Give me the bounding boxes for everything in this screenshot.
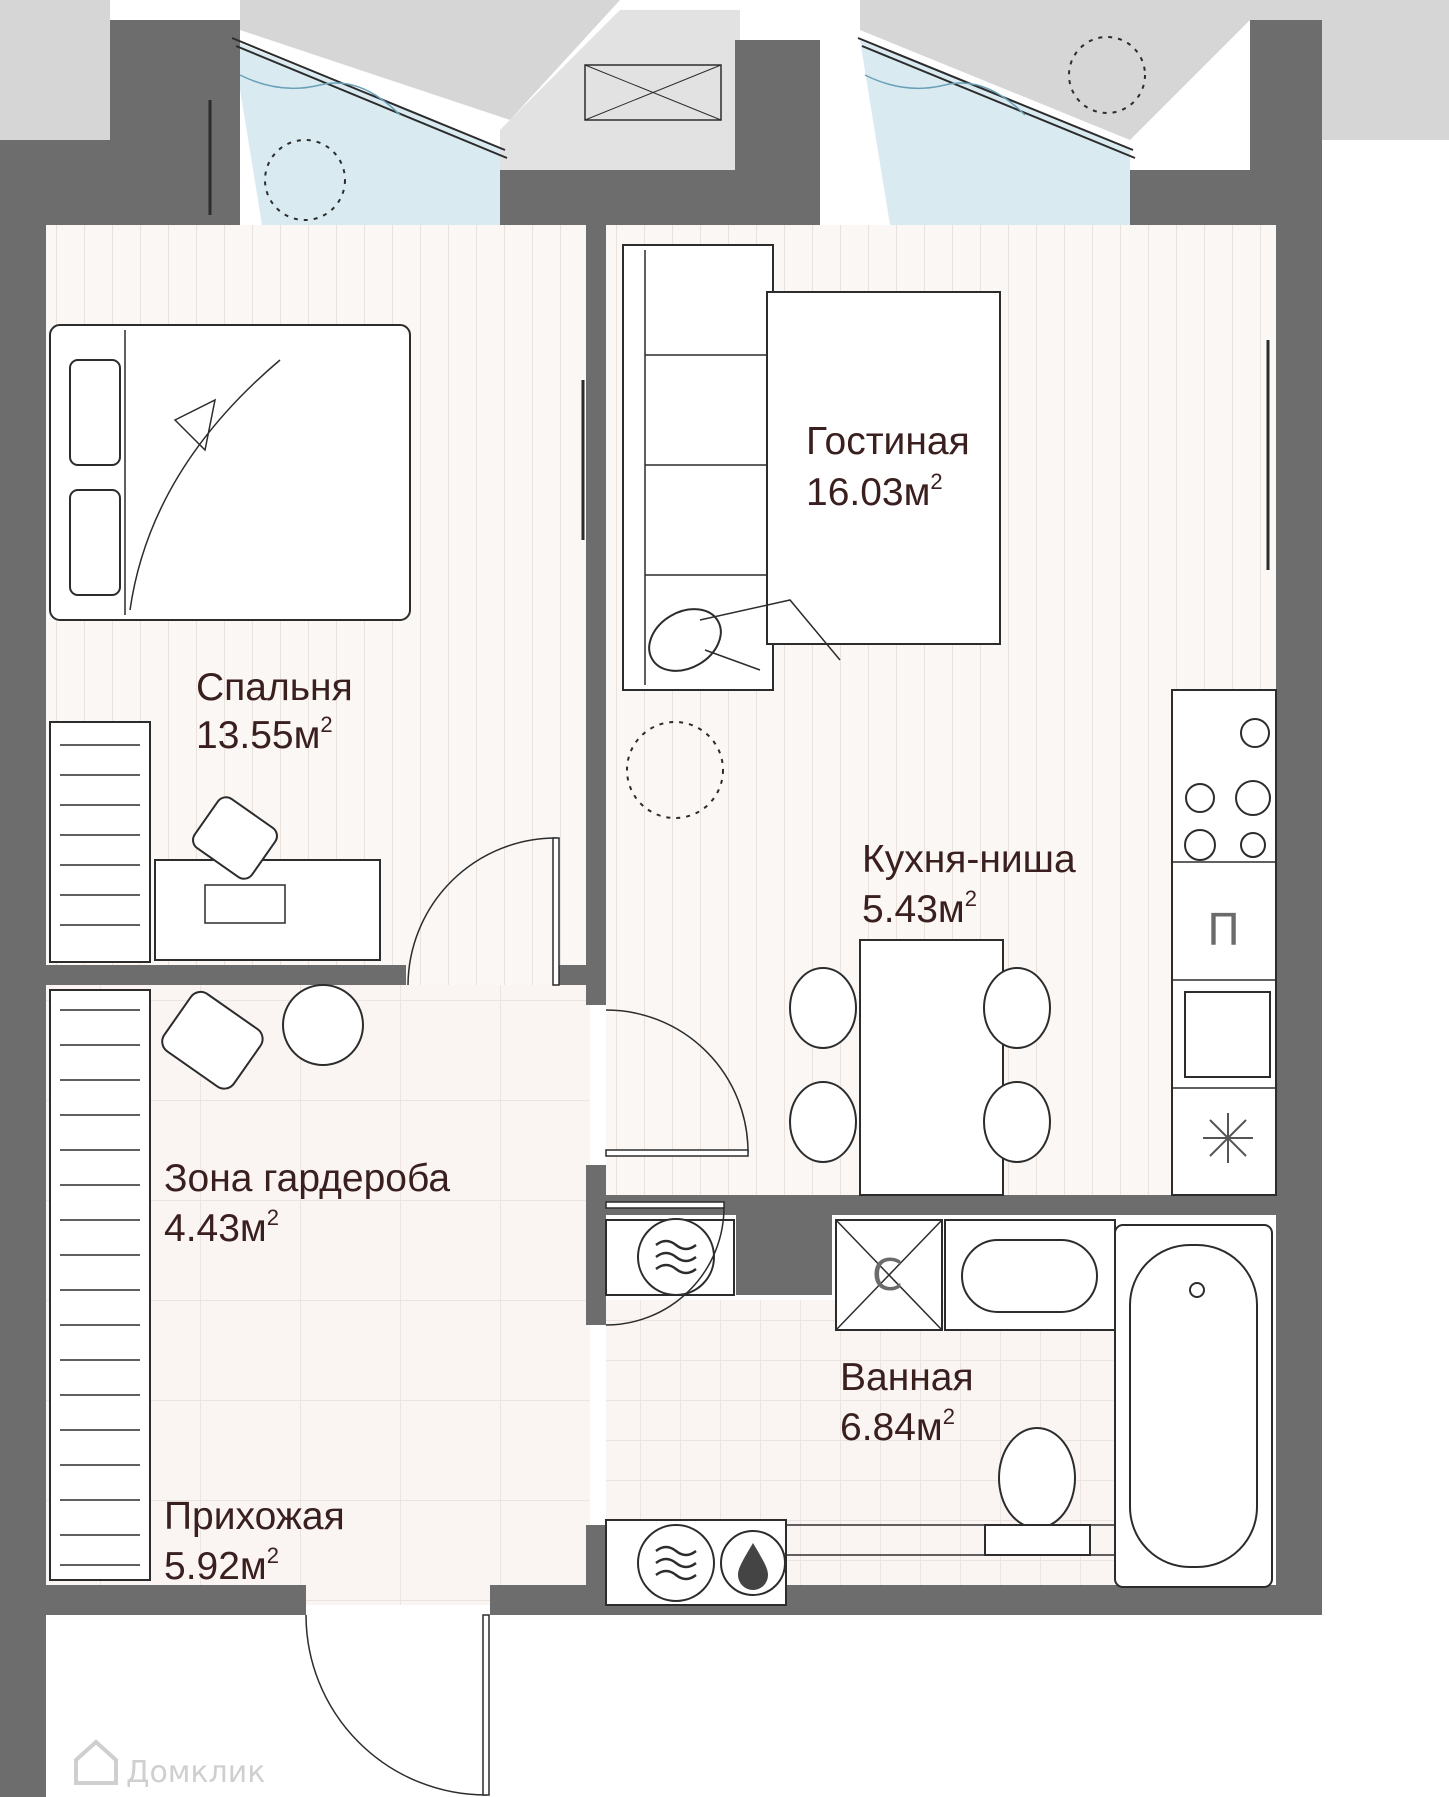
room-name: Ванная [840,1356,974,1399]
chair [192,796,278,880]
bed [49,324,411,621]
hob-burner [1184,829,1216,861]
coffee-table [766,291,1001,645]
room-area: 5.43м2 [862,886,977,931]
dining-table [859,939,1004,1196]
extractor [1240,718,1270,748]
pillow [69,489,121,596]
hob-burner [1185,783,1215,813]
bedroom-window-glass [232,40,500,225]
kitchen-sink [1184,991,1271,1078]
room-name: Кухня-ниша [862,838,1076,881]
round-table [282,984,364,1066]
dining-chair [789,1081,857,1163]
room-name: Спальня [196,666,353,709]
hob-burner [1235,780,1271,816]
room-label-hallway: Прихожая 5.92м2 [164,1495,345,1588]
dining-chair [789,967,857,1049]
plant [264,139,346,221]
living-window-glass [860,40,1130,225]
furniture [49,36,1277,1606]
room-label-bathroom: Ванная 6.84м2 [840,1356,974,1449]
pillow [69,359,121,466]
wavy-lines-icon [655,1239,697,1275]
walls [0,20,1322,1797]
doors [305,837,749,1796]
kitchen-counter [1171,689,1277,1196]
watermark: Домклик [74,1739,265,1790]
wavy-lines-icon [655,1545,697,1581]
watermark-text: Домклик [126,1755,265,1790]
water-drop-icon [738,1543,768,1590]
person [648,608,722,672]
room-name: Гостиная [806,420,970,463]
hob-burner [1240,832,1266,858]
plant [626,721,724,819]
room-name: Прихожая [164,1495,345,1538]
keyboard [204,884,286,924]
dishwasher-letter: П [1207,905,1240,956]
floors [46,40,1276,1605]
toilet [998,1427,1076,1529]
bathtub [1114,1224,1273,1588]
room-area: 6.84м2 [840,1404,955,1449]
room-label-bedroom: Спальня 13.55м2 [196,666,353,757]
boiler-letter: С [872,1250,903,1301]
room-area: 16.03м2 [806,469,943,514]
hallway-wardrobe [49,989,151,1581]
room-area: 5.92м2 [164,1543,279,1588]
room-area: 4.43м2 [164,1205,279,1250]
plant [1068,36,1146,114]
armchair [161,990,264,1090]
dining-chair [983,1081,1051,1163]
washbasin [961,1239,1098,1313]
windows [208,37,1270,570]
dining-chair [983,967,1051,1049]
room-area: 13.55м2 [196,712,333,757]
room-name: Зона гардероба [164,1157,450,1200]
room-label-kitchen: Кухня-ниша 5.43м2 [862,838,1076,931]
room-label-wardrobe: Зона гардероба 4.43м2 [164,1157,450,1250]
snowflake-icon [1203,1113,1253,1163]
room-label-living: Гостиная 16.03м2 [806,420,970,514]
bedroom-wardrobe [49,721,151,963]
house-logo-icon [74,1739,118,1785]
